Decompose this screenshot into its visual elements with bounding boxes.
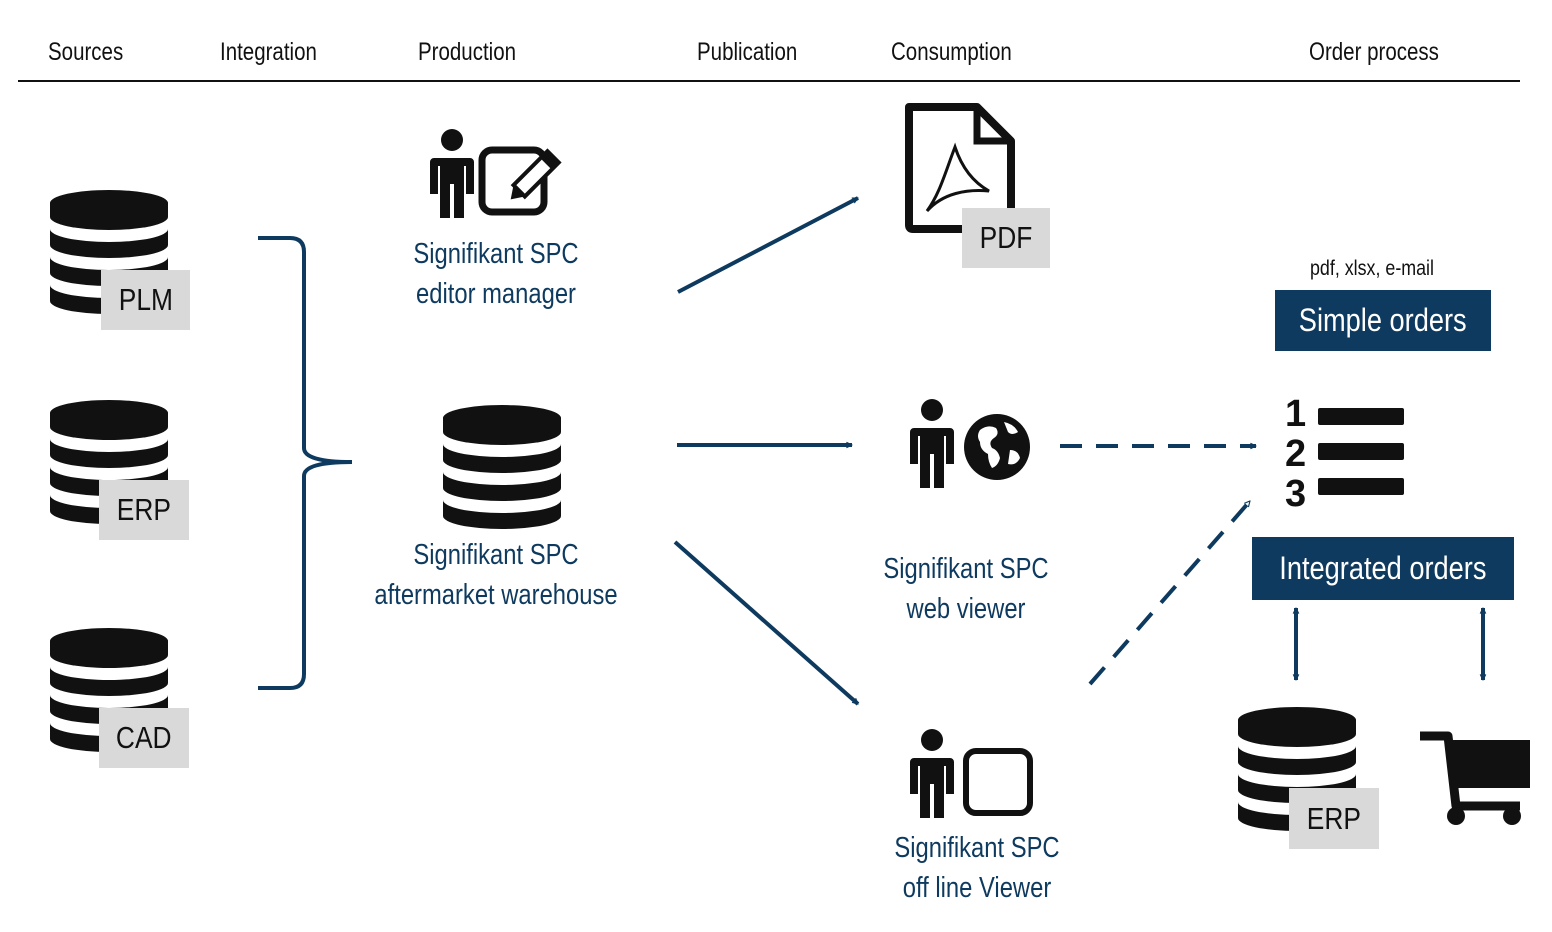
tag-plm: PLM: [101, 270, 190, 330]
header-publication: Publication: [697, 38, 798, 66]
arrow-to-offline-viewer: [673, 540, 860, 706]
tag-order-erp: ERP: [1289, 788, 1379, 849]
tag-pdf: PDF: [962, 208, 1050, 268]
tag-erp: ERP: [99, 480, 189, 540]
person-device-icon: [910, 729, 1033, 818]
database-icon-warehouse: [443, 405, 561, 529]
dashed-arrow-offline-to-orders: [1088, 499, 1252, 686]
person-edit-icon: [430, 129, 562, 218]
svg-text:3: 3: [1285, 473, 1306, 515]
simple-orders-box: Simple orders: [1275, 290, 1491, 351]
header-sources: Sources: [48, 38, 124, 66]
order-formats: pdf, xlsx, e-mail: [1310, 257, 1434, 280]
svg-text:1: 1: [1285, 393, 1306, 435]
shopping-cart-icon: [1420, 731, 1530, 825]
label-offline-viewer: Signifikant SPC off line Viewer: [894, 832, 1060, 904]
numbered-list-icon: 1 2 3: [1285, 393, 1404, 515]
header-divider: [18, 80, 1520, 82]
person-globe-icon: [910, 399, 1030, 488]
label-editor-manager: Signifikant SPC editor manager: [413, 238, 579, 310]
integrated-orders-box: Integrated orders: [1252, 537, 1514, 600]
label-aftermarket-warehouse: Signifikant SPC aftermarket warehouse: [374, 539, 618, 611]
tag-cad: CAD: [99, 708, 189, 768]
header-production: Production: [418, 38, 517, 66]
integration-bracket: [258, 236, 353, 690]
svg-text:2: 2: [1285, 433, 1306, 475]
arrow-to-pdf: [677, 196, 858, 294]
header-consumption: Consumption: [891, 38, 1012, 66]
header-integration: Integration: [220, 38, 317, 66]
header-order-process: Order process: [1309, 38, 1439, 66]
label-web-viewer: Signifikant SPC web viewer: [883, 553, 1049, 625]
